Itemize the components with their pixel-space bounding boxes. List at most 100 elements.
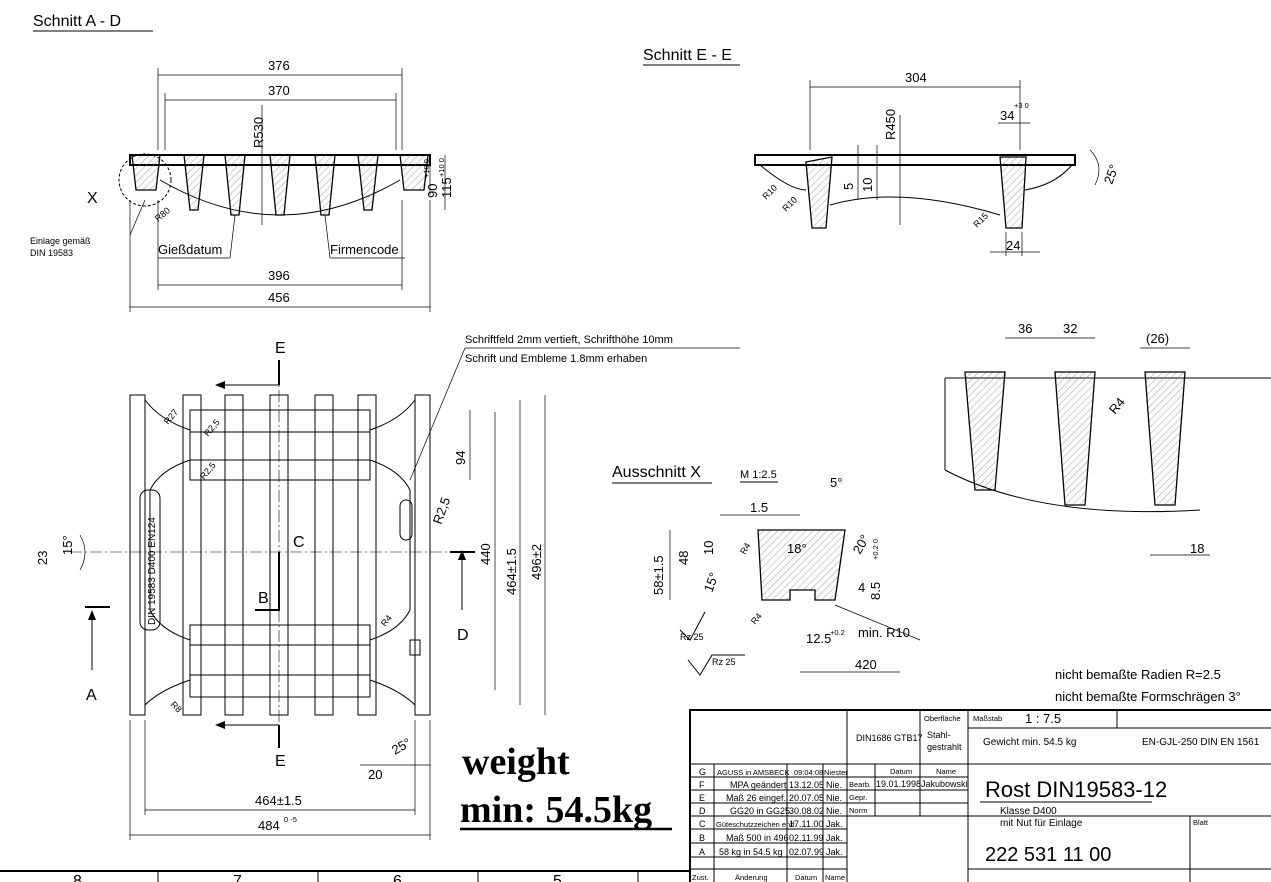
note-einlage-din: DIN 19583 — [30, 248, 73, 258]
rev-date: 17.11.00 — [789, 819, 823, 829]
dim-464-horizontal: 464±1.5 — [255, 793, 302, 808]
frame-ruler: 8 7 6 5 — [0, 870, 690, 882]
radius-r8: R8 — [169, 699, 184, 714]
rev-change: 58 kg in 54.5 kg — [719, 847, 783, 857]
ruler-zone: 5 — [553, 873, 562, 882]
radius-r15: R15 — [971, 211, 990, 230]
label-firmencode: Firmencode — [330, 242, 399, 257]
dim-32: 32 — [1063, 321, 1077, 336]
rev-date: 09:04:08 — [794, 768, 823, 777]
rev-change: AGUSS in AMSBECK — [717, 768, 790, 777]
dim-1-5: 1.5 — [750, 500, 768, 515]
rev-code: D — [699, 806, 706, 816]
dim-34-tolerance: +3 0 — [1014, 101, 1029, 110]
material-field: EN-GJL-250 DIN EN 1561 — [1142, 737, 1260, 748]
drawing-number: 222 531 11 00 — [985, 844, 1111, 866]
dim-26: (26) — [1146, 331, 1169, 346]
dim-34: 34 — [1000, 108, 1014, 123]
section-marker-e-bottom: E — [275, 753, 286, 770]
gepr-label: Gepr. — [849, 793, 867, 802]
dim-94: 94 — [453, 451, 468, 465]
dim-tolerance: +0.2 0 — [871, 539, 880, 560]
radius-r27: R27 — [162, 407, 180, 426]
angle-15: 15° — [60, 535, 75, 555]
dim-304: 304 — [905, 70, 927, 85]
section-marker-a: A — [86, 687, 97, 704]
dim-48: 48 — [676, 551, 691, 565]
emblem-text: DIN 19583 D400 EN124 — [147, 517, 158, 625]
dim-115-tolerance: +10 0 — [437, 158, 446, 177]
section-title: Schnitt E - E — [643, 47, 732, 64]
note-radii: nicht bemaßte Radien R=2.5 — [1055, 667, 1221, 682]
dim-370: 370 — [268, 83, 290, 98]
rev-code: E — [699, 793, 705, 803]
angle-15: 15° — [701, 570, 722, 594]
section-a-d: Schnitt A - D 376 370 R530 X R80 Einlage… — [30, 13, 454, 312]
ruler-zone: 6 — [393, 873, 402, 882]
section-title: Schnitt A - D — [33, 13, 121, 30]
surface-rz25: Rz 25 — [712, 657, 736, 667]
radius-r10: R10 — [780, 195, 799, 214]
angle-25: 25° — [1101, 162, 1122, 186]
bearb-label: Bearb. — [849, 780, 871, 789]
dim-456: 456 — [268, 290, 290, 305]
dim-12-5: 12.5 — [806, 631, 831, 646]
drawing-subtitle: mit Nut für Einlage — [1000, 818, 1083, 829]
radius-r4: R4 — [379, 613, 394, 628]
ruler-zone: 7 — [233, 873, 242, 882]
drawing-title: Rost DIN19583-12 — [985, 777, 1167, 802]
section-marker-e-top: E — [275, 340, 286, 357]
radius-r450: R450 — [883, 109, 898, 140]
note-schrift: Schrift und Embleme 1.8mm erhaben — [465, 353, 647, 365]
dim-23: 23 — [35, 551, 50, 565]
detail-x: Ausschnitt X M 1:2.5 1.5 5° 58±1.5 48 10… — [612, 464, 921, 676]
plan-view: Schriftfeld 2mm vertieft, Schrifthöhe 10… — [35, 334, 740, 840]
weight-value: min: 54.5kg — [460, 789, 652, 831]
detail-bars: 36 32 (26) R4 18 — [944, 321, 1271, 556]
dim-396: 396 — [268, 268, 290, 283]
rev-date: 30.08.02 — [789, 806, 824, 816]
angle-5: 5° — [830, 475, 842, 490]
rev-header-change: Änderung — [735, 873, 768, 882]
dim-20: 20 — [368, 767, 382, 782]
dim-484: 484 — [258, 818, 280, 833]
detail-scale: M 1:2.5 — [740, 469, 777, 481]
dim-58: 58±1.5 — [651, 555, 666, 595]
angle-20: 20° — [850, 532, 873, 557]
dim-36: 36 — [1018, 321, 1032, 336]
angle-25: 25° — [389, 735, 414, 758]
dim-90-tolerance: +10 0 — [422, 159, 431, 178]
radius-r2-5: R2,5 — [430, 495, 453, 526]
date-header: Datum — [890, 767, 912, 776]
radius-r4: R4 — [738, 541, 752, 556]
note-draft: nicht bemaßte Formschrägen 3° — [1055, 689, 1241, 704]
dim-464-vertical: 464±1.5 — [504, 548, 519, 595]
dim-496: 496±2 — [529, 544, 544, 580]
section-marker-d: D — [457, 627, 469, 644]
angle-18: 18° — [787, 541, 807, 556]
rev-name: Jak. — [826, 847, 843, 857]
rev-code: B — [699, 833, 705, 843]
weight-label: weight — [462, 741, 570, 783]
dim-10: 10 — [701, 541, 716, 555]
surface-label: Oberfläche — [924, 714, 961, 723]
rev-change: Maß 26 eingef. — [726, 793, 786, 803]
rev-code: C — [699, 819, 706, 829]
rev-name: Jak. — [826, 833, 843, 843]
rev-name: Nie. — [826, 806, 842, 816]
radius-min-r10: min. R10 — [858, 625, 910, 640]
rev-date: 20.07.05 — [789, 793, 824, 803]
title-block: DIN1686 GTB17 Oberfläche Stahl- gestrahl… — [689, 709, 1271, 882]
detail-x-circle — [118, 153, 172, 207]
dim-4: 4 — [858, 580, 865, 595]
rev-change: Güteschutzzeichen entf. — [716, 820, 796, 829]
radius-r530: R530 — [251, 117, 266, 148]
